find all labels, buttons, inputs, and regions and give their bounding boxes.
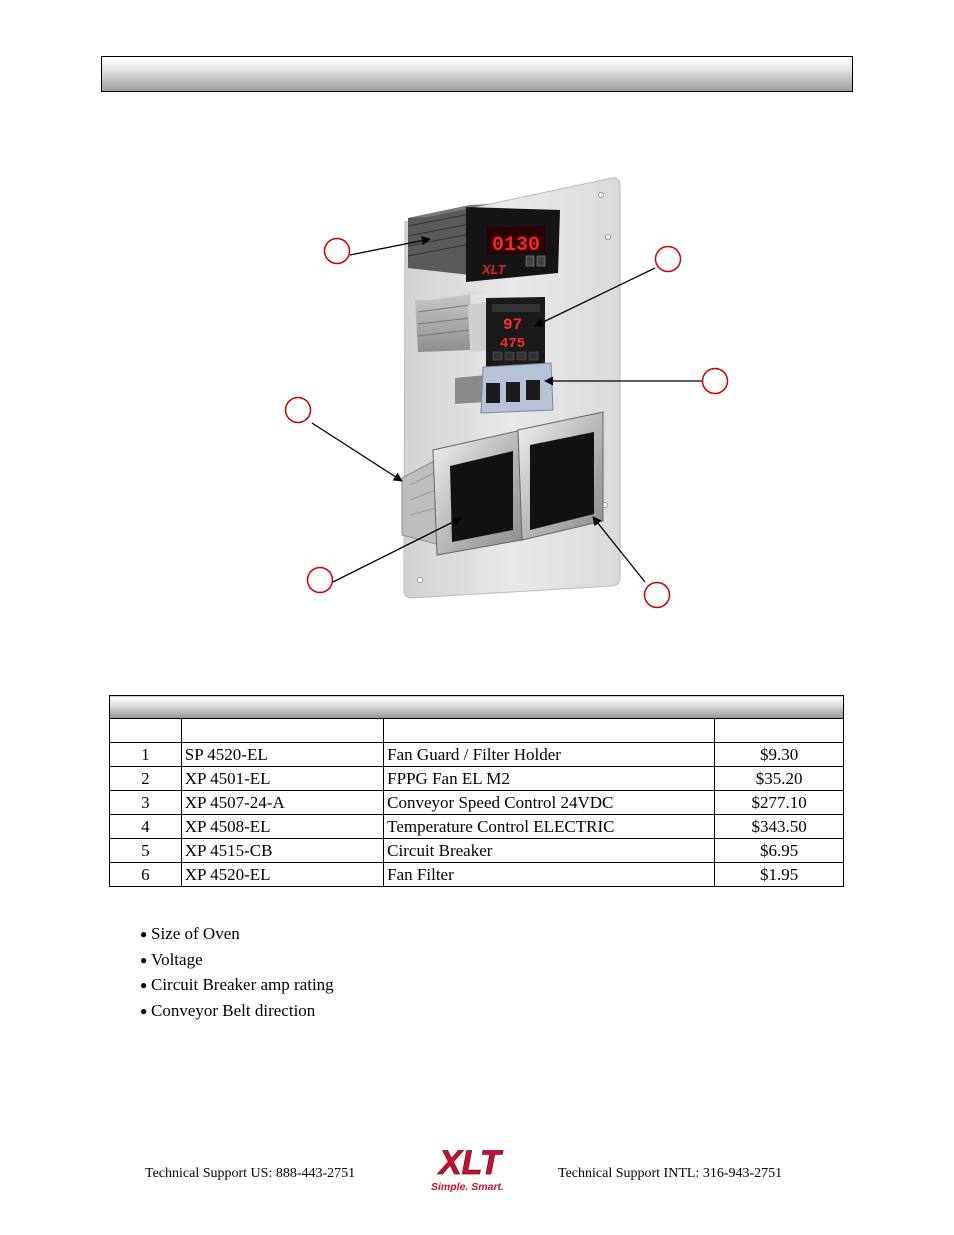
mounting-hole xyxy=(598,192,604,198)
table-row: 2 XP 4501-EL FPPG Fan EL M2 $35.20 xyxy=(109,766,844,791)
list-item: ●Size of Oven xyxy=(140,921,334,947)
callout-line xyxy=(311,422,403,482)
part-number: XP 4501-EL xyxy=(180,766,385,791)
table-row: 5 XP 4515-CB Circuit Breaker $6.95 xyxy=(109,838,844,863)
item-number: 1 xyxy=(109,742,182,767)
list-item: ●Circuit Breaker amp rating xyxy=(140,972,334,998)
xlt-logo: XLT Simple. Smart. xyxy=(431,1144,504,1192)
callout-marker xyxy=(284,396,312,424)
conveyor-speed-control: 0130 XLT xyxy=(407,204,560,282)
table-header-row xyxy=(109,718,844,743)
table-title-row xyxy=(109,695,844,719)
part-number: XP 4520-EL xyxy=(180,862,385,887)
part-number: XP 4515-CB xyxy=(180,838,385,863)
parts-table: 1 SP 4520-EL Fan Guard / Filter Holder $… xyxy=(109,695,844,887)
list-item: ●Voltage xyxy=(140,947,334,973)
speed-button xyxy=(536,255,546,267)
item-number: 3 xyxy=(109,790,182,815)
speed-readout: 0130 xyxy=(492,234,540,257)
bullet-icon: ● xyxy=(140,978,148,993)
part-description: Conveyor Speed Control 24VDC xyxy=(383,790,716,815)
bullet-icon: ● xyxy=(140,952,148,967)
xlt-badge: XLT xyxy=(481,262,507,277)
table-row: 6 XP 4520-EL Fan Filter $1.95 xyxy=(109,862,844,887)
part-number: XP 4508-EL xyxy=(180,814,385,839)
callout-marker xyxy=(701,367,729,395)
callout-line xyxy=(332,517,462,583)
item-number: 4 xyxy=(109,814,182,839)
callout-line xyxy=(349,236,431,256)
mounting-hole xyxy=(417,577,423,583)
part-price: $1.95 xyxy=(714,862,844,887)
filter-frame-right xyxy=(517,411,604,541)
support-us: Technical Support US: 888-443-2751 xyxy=(145,1166,356,1181)
bullet-icon: ● xyxy=(140,927,148,941)
part-price: $277.10 xyxy=(714,790,844,815)
callout-marker xyxy=(654,245,682,273)
callout-line xyxy=(534,267,656,327)
item-number: 5 xyxy=(109,838,182,863)
table-row: 1 SP 4520-EL Fan Guard / Filter Holder $… xyxy=(109,742,844,767)
part-description: Temperature Control ELECTRIC xyxy=(383,814,716,839)
logo-wordmark: XLT xyxy=(437,1144,504,1182)
table-row: 4 XP 4508-EL Temperature Control ELECTRI… xyxy=(109,814,844,839)
part-price: $35.20 xyxy=(714,766,844,791)
list-item: ●Conveyor Belt direction xyxy=(140,998,334,1024)
switch-panel xyxy=(455,362,554,414)
support-intl: Technical Support INTL: 316-943-2751 xyxy=(558,1166,783,1181)
callout-line xyxy=(592,516,646,583)
item-number: 6 xyxy=(109,862,182,887)
logo-tagline: Simple. Smart. xyxy=(431,1181,504,1192)
column-header xyxy=(180,718,385,743)
part-number: SP 4520-EL xyxy=(180,742,385,767)
column-header xyxy=(109,718,182,743)
mounting-hole xyxy=(605,234,611,240)
rocker-switch xyxy=(486,383,500,403)
part-price: $6.95 xyxy=(714,838,844,863)
part-description: Fan Filter xyxy=(383,862,716,887)
bullet-icon: ● xyxy=(140,1004,148,1019)
item-number: 2 xyxy=(109,766,182,791)
speed-button xyxy=(525,255,535,267)
ordering-notes-list: ●Size of Oven ●Voltage ●Circuit Breaker … xyxy=(140,921,334,1024)
control-panel-diagram: 0130 XLT 97 475 xyxy=(284,177,729,609)
section-header-bar xyxy=(101,56,853,92)
filter-frame-left xyxy=(432,429,523,556)
callout-marker xyxy=(306,566,334,594)
part-description: Fan Guard / Filter Holder xyxy=(383,742,716,767)
part-description: Circuit Breaker xyxy=(383,838,716,863)
part-description: FPPG Fan EL M2 xyxy=(383,766,716,791)
table-row: 3 XP 4507-24-A Conveyor Speed Control 24… xyxy=(109,790,844,815)
column-header xyxy=(383,718,716,743)
rocker-switch xyxy=(526,380,540,400)
part-price: $9.30 xyxy=(714,742,844,767)
temp-set-readout: 97 xyxy=(503,316,522,334)
callout-marker xyxy=(643,581,671,609)
table-title xyxy=(109,695,844,719)
part-number: XP 4507-24-A xyxy=(180,790,385,815)
rocker-switch xyxy=(506,382,520,402)
callout-marker xyxy=(323,237,351,265)
temperature-control: 97 475 xyxy=(415,292,545,367)
temp-actual-readout: 475 xyxy=(500,336,525,352)
part-price: $343.50 xyxy=(714,814,844,839)
column-header xyxy=(714,718,844,743)
